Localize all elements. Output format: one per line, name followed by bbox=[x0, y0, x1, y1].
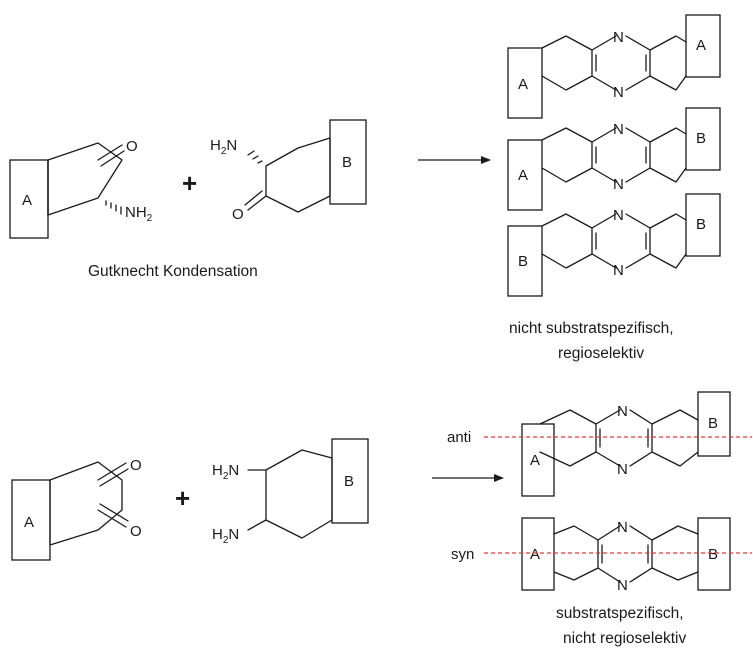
ring-b-box bbox=[685, 193, 721, 257]
amine-label: H2N bbox=[212, 462, 239, 482]
ring-b-label: B bbox=[518, 253, 528, 270]
ring-a-label: A bbox=[696, 37, 706, 54]
ring-b-label: B bbox=[342, 154, 352, 171]
ring-a-box bbox=[507, 47, 543, 119]
nitrogen-label: N bbox=[613, 29, 624, 46]
ring-b-label: B bbox=[696, 130, 706, 147]
product-syn: N N A B bbox=[521, 517, 731, 594]
bottom-reactant-diamine: H2N H2N B bbox=[212, 438, 369, 546]
ring-a-box bbox=[521, 423, 555, 497]
ring-a-label: A bbox=[22, 192, 32, 209]
plus-sign: + bbox=[182, 168, 197, 198]
nitrogen-label: N bbox=[617, 577, 628, 594]
nitrogen-label: N bbox=[613, 176, 624, 193]
nitrogen-label: N bbox=[613, 84, 624, 101]
bottom-note-line1: substratspezifisch, bbox=[556, 605, 684, 622]
product-bb: N N B B bbox=[507, 193, 721, 297]
amine-label: H2N bbox=[210, 137, 237, 157]
oxygen-label: O bbox=[232, 206, 244, 223]
nitrogen-label: N bbox=[613, 262, 624, 279]
product-ab: N N A B bbox=[507, 107, 721, 211]
plus-sign: + bbox=[175, 483, 190, 513]
ring-a-label: A bbox=[24, 514, 34, 531]
ring-b-box bbox=[685, 107, 721, 171]
ring-b-label: B bbox=[344, 473, 354, 490]
ring-a-box bbox=[507, 139, 543, 211]
oxygen-label: O bbox=[130, 457, 142, 474]
ring-a-label: A bbox=[518, 76, 528, 93]
ring-a-label: A bbox=[530, 546, 540, 563]
top-reactant-aminoketone: H2N O B bbox=[210, 119, 367, 223]
ring-a-box bbox=[685, 14, 721, 78]
ring-a-label: A bbox=[530, 452, 540, 469]
ring-a-box bbox=[521, 517, 555, 591]
bottom-reactant-diketone: O O A bbox=[11, 457, 142, 561]
anti-label: anti bbox=[447, 429, 471, 446]
nitrogen-label: N bbox=[617, 519, 628, 536]
ring-b-label: B bbox=[708, 415, 718, 432]
top-note-line1: nicht substratspezifisch, bbox=[509, 320, 674, 337]
oxygen-label: O bbox=[130, 523, 142, 540]
nitrogen-label: N bbox=[617, 403, 628, 420]
gutknecht-caption: Gutknecht Kondensation bbox=[88, 263, 258, 280]
nitrogen-label: N bbox=[613, 207, 624, 224]
product-anti: N N A B bbox=[521, 391, 731, 497]
ring-b-box bbox=[697, 517, 731, 591]
syn-label: syn bbox=[451, 546, 474, 563]
amine-label: NH2 bbox=[125, 204, 153, 224]
ring-a-label: A bbox=[518, 167, 528, 184]
top-reactant-ketone: O NH2 A bbox=[9, 138, 153, 239]
hashed-bond bbox=[247, 150, 263, 164]
bottom-note-line2: nicht regioselektiv bbox=[563, 630, 686, 647]
ring-b-label: B bbox=[696, 216, 706, 233]
nitrogen-label: N bbox=[617, 461, 628, 478]
ring-b-box bbox=[507, 225, 543, 297]
product-aa: N N A A bbox=[507, 14, 721, 119]
nitrogen-label: N bbox=[613, 121, 624, 138]
amine-label: H2N bbox=[212, 526, 239, 546]
ring-b-box bbox=[697, 391, 731, 457]
hashed-bond bbox=[105, 200, 122, 215]
ring-b-label: B bbox=[708, 546, 718, 563]
oxygen-label: O bbox=[126, 138, 138, 155]
top-note-line2: regioselektiv bbox=[558, 345, 644, 362]
